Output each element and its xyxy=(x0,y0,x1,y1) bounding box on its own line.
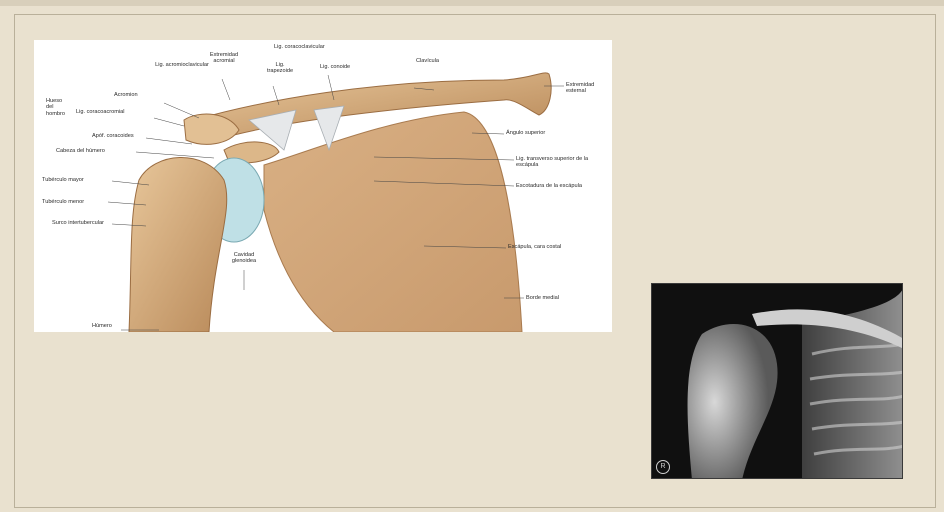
xray-side-marker: R xyxy=(656,460,670,474)
label-tuberculo-mayor: Tubérculo mayor xyxy=(42,177,84,183)
humerus-shape xyxy=(129,157,227,332)
top-rule xyxy=(0,0,944,6)
label-acromion: Acromion xyxy=(114,92,138,98)
scapula-shape xyxy=(264,112,522,332)
label-lig-acromioclavicular: Lig. acromioclavicular xyxy=(152,62,212,68)
label-lig-coracoclavicular: Lig. coracoclavicular xyxy=(274,44,325,50)
label-hueso-del-hombro: Hueso del hombro xyxy=(46,98,70,117)
label-extremidad-esternal: Extremidad esternal xyxy=(566,82,610,95)
label-clavicula: Clavícula xyxy=(416,58,439,64)
label-borde-medial: Borde medial xyxy=(526,295,559,301)
label-lig-transverso: Lig. transverso superior de la escápula xyxy=(516,156,608,169)
label-cabeza-humero: Cabeza del húmero xyxy=(56,148,105,154)
label-surco-intertubercular: Surco intertubercular xyxy=(46,220,110,226)
label-tuberculo-menor: Tubérculo menor xyxy=(42,199,84,205)
label-escotadura: Escotadura de la escápula xyxy=(516,183,582,189)
label-angulo-superior: Ángulo superior xyxy=(506,130,545,136)
label-lig-conoide: Lig. conoide xyxy=(320,64,350,70)
xray-drawing xyxy=(652,284,903,479)
shoulder-xray-image: R xyxy=(651,283,903,479)
label-humero: Húmero xyxy=(92,323,112,329)
label-lig-coracoacromial: Lig. coracoacromial xyxy=(76,109,125,115)
label-escapula-cara-costal: Escápula, cara costal xyxy=(508,244,561,250)
label-cavidad-glenoidea: Cavidad glenoidea xyxy=(224,252,264,265)
clavicle-shape xyxy=(194,73,551,135)
shoulder-anatomy-illustration: Lig. coracoclavicular Extremidad acromia… xyxy=(34,40,612,332)
label-lig-trapezoide: Lig. trapezoide xyxy=(262,62,298,75)
label-apof-coracoides: Apóf. coracoides xyxy=(92,133,134,139)
